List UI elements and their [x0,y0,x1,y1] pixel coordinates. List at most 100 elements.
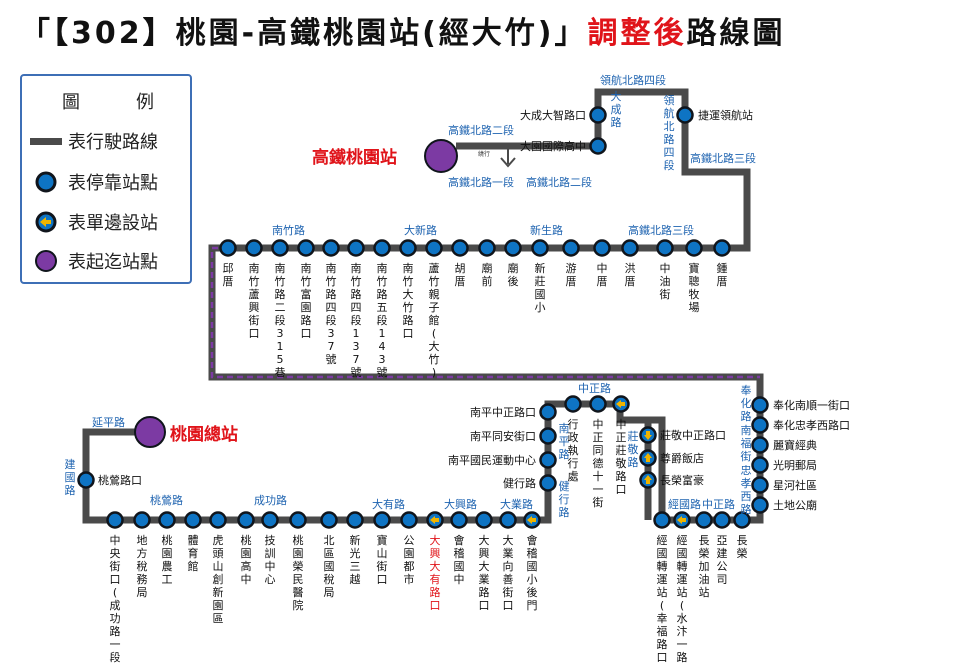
stop-label: 南平同安街口 [470,429,536,443]
stop-bottom-row [346,511,364,529]
svg-text:竹: 竹 [429,352,440,366]
svg-text:德: 德 [593,456,604,470]
svg-text:路: 路 [351,288,362,301]
svg-text:竹: 竹 [429,274,440,288]
svg-text:會: 會 [454,533,465,547]
road-dacheng: 大成路 [611,89,622,129]
svg-text:大: 大 [611,89,622,103]
svg-text:大: 大 [429,339,440,353]
svg-text:路: 路 [677,651,688,664]
stop-upper-row [593,239,611,257]
svg-text:一: 一 [593,483,604,496]
svg-text:國: 國 [535,288,546,301]
road-taoying: 桃鶯路 [150,493,183,507]
one-side-arrow-icon [644,431,652,440]
svg-text:亞: 亞 [717,534,728,547]
svg-text:技: 技 [265,534,276,547]
route-line-upper [228,88,751,252]
svg-text:國: 國 [324,560,335,573]
stop-bottom-right [713,511,731,529]
legend-terminal-row: 表起迄站點 [30,248,158,274]
road-nanping: 南平路 [559,422,570,461]
svg-text:市: 市 [404,572,415,586]
svg-text:厝: 厝 [625,275,636,288]
detour-dashed-line [210,246,760,379]
svg-text:站: 站 [699,585,710,599]
svg-text:街: 街 [660,287,671,301]
route-lines [82,88,764,524]
detour-label: 繞行 [478,150,490,158]
stop-bottom-right [733,511,751,529]
svg-text:路: 路 [611,116,622,129]
svg-text:南: 南 [377,262,388,275]
svg-text:(: ( [432,327,436,340]
svg-text:牧: 牧 [689,287,700,301]
stop-label: 體育館 [188,534,199,573]
svg-text:街: 街 [249,313,260,327]
svg-text:邱: 邱 [223,262,234,275]
svg-text:敬: 敬 [628,443,639,456]
svg-text:路: 路 [403,314,414,327]
svg-text:前: 前 [482,274,493,288]
svg-text:向: 向 [503,559,514,573]
svg-text:竹: 竹 [326,274,337,288]
stop-nanping [539,474,557,492]
road-hsr-n2b: 高鐵北路二段 [526,175,592,189]
svg-text:桃: 桃 [293,533,304,547]
svg-text:領: 領 [664,93,675,107]
stop-bottom-right [695,511,713,529]
svg-text:館: 館 [188,559,199,573]
svg-text:路: 路 [301,314,312,327]
road-hsr-n3: 高鐵北路三段 [690,151,756,165]
svg-text:南: 南 [741,424,752,437]
stop-markers [77,106,769,529]
svg-text:巷: 巷 [275,366,286,379]
stop-bottom-row [475,511,493,529]
legend-stop-row: 表停靠站點 [30,169,158,195]
svg-text:鍾: 鍾 [717,261,728,275]
svg-text:路: 路 [479,586,490,599]
svg-text:奉: 奉 [741,383,752,397]
svg-text:中: 中 [616,418,627,431]
svg-text:榮: 榮 [699,546,710,560]
route-line-icon [30,129,62,153]
svg-text:體: 體 [188,534,199,547]
svg-text:園: 園 [213,599,224,612]
stop-bottom-row [400,511,418,529]
terminal-dot-icon [30,249,62,273]
svg-text:一: 一 [110,638,121,651]
svg-text:路: 路 [559,506,570,519]
svg-text:園: 園 [241,547,252,560]
svg-text:平: 平 [559,435,570,448]
svg-text:(: ( [113,586,117,599]
svg-text:稅: 稅 [324,573,335,586]
svg-text:寶: 寶 [689,261,700,275]
stop-bottom-row [237,511,255,529]
svg-text:胡: 胡 [455,261,466,275]
svg-text:西: 西 [741,490,752,503]
stop-upper-row [399,239,417,257]
legend-heading-right: 例 [136,92,154,113]
stop-upper-right [589,137,607,155]
road-nanzhu: 南竹路 [272,223,305,237]
one-side-arrow-icon [644,453,652,462]
road-hsr-n2: 高鐵北路二段 [448,123,514,137]
svg-text:園: 園 [301,301,312,314]
svg-text:段: 段 [664,158,675,172]
svg-text:後: 後 [527,585,538,599]
svg-text:竹: 竹 [249,274,260,288]
road-hsr-n3b: 高鐵北路三段 [628,223,694,237]
stop-label: 廟前 [482,261,493,288]
svg-text:口: 口 [479,599,490,612]
road-hsr-n1: 高鐵北路一段 [448,175,514,189]
legend-oneside-row: 表單邊設站 [30,209,158,235]
svg-text:局: 局 [324,586,335,599]
svg-text:號: 號 [377,366,388,379]
